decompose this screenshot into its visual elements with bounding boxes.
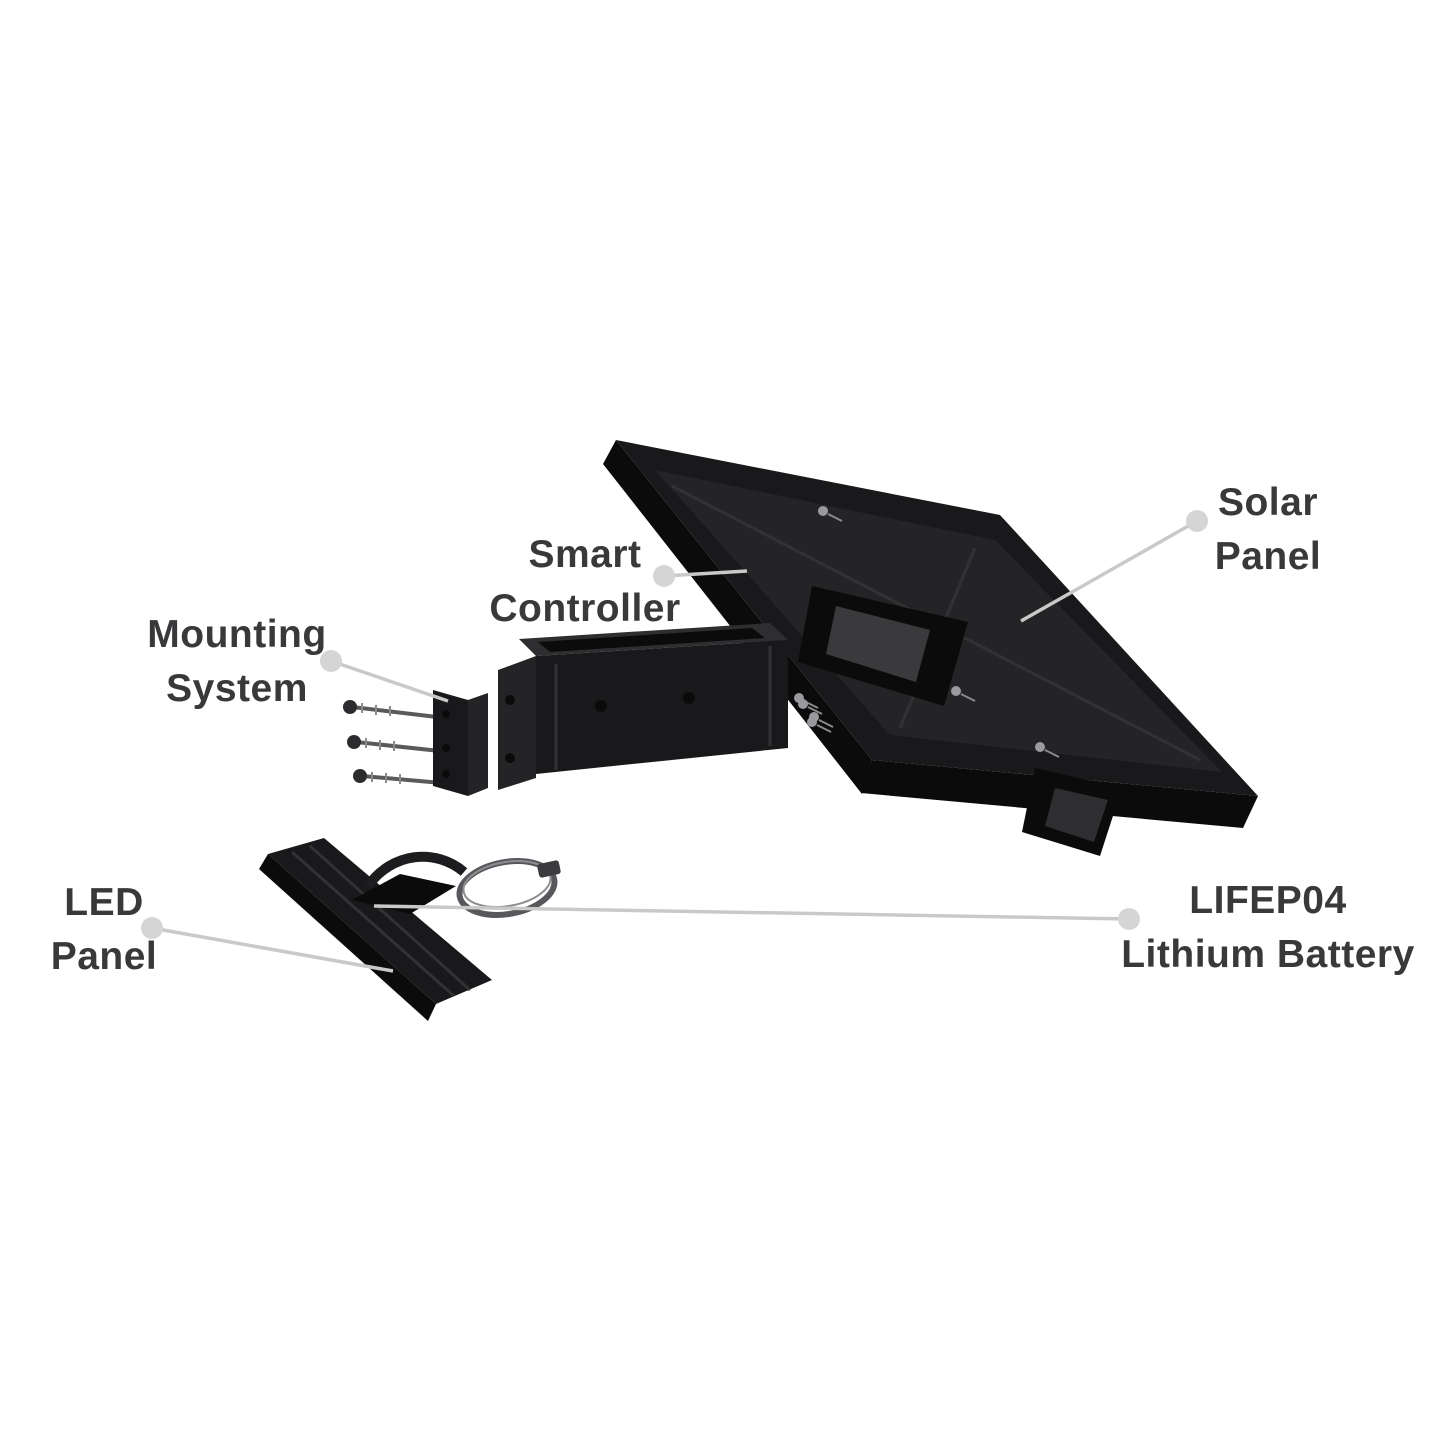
- screw-icon: [1035, 742, 1060, 758]
- label-smart-controller: Smart Controller: [410, 528, 760, 636]
- controller-flange-hole: [505, 695, 515, 705]
- label-solar-panel-line1: Solar: [1217, 481, 1319, 524]
- lag-screw-icon: [347, 735, 441, 753]
- label-smart-controller-line2: Controller: [489, 587, 681, 630]
- controller-flange-hole: [505, 753, 515, 763]
- label-lithium-battery: LIFEP04 Lithium Battery: [1093, 874, 1443, 982]
- controller-side-hole: [595, 700, 607, 712]
- led-panel-handle: [363, 851, 468, 890]
- controller-channel-slot: [538, 628, 765, 652]
- label-lithium-battery-line2: Lithium Battery: [1121, 933, 1415, 976]
- lag-screw-icon: [343, 700, 438, 719]
- mount-hole: [442, 770, 450, 778]
- battery-housing: [352, 874, 456, 914]
- controller-side-face: [536, 640, 788, 774]
- leader-dot-lithium-battery: [1118, 908, 1140, 930]
- leader-line-led-panel: [151, 926, 394, 973]
- mount-hole: [442, 710, 450, 718]
- label-led-panel-line1: LED: [64, 881, 144, 924]
- label-mounting-system-line2: System: [166, 667, 308, 710]
- label-led-panel-line2: Panel: [50, 935, 158, 978]
- led-panel-illustration: [259, 838, 561, 1021]
- label-led-panel: LED Panel: [14, 876, 194, 984]
- label-smart-controller-line1: Smart: [528, 533, 642, 576]
- mount-plate: [433, 690, 468, 796]
- controller-left-flange: [498, 656, 536, 790]
- mount-flange: [468, 693, 488, 796]
- screw-icon: [951, 686, 976, 702]
- screw-icon: [798, 699, 823, 715]
- screw-icon: [807, 717, 832, 733]
- mounting-system-illustration: [343, 690, 488, 796]
- label-solar-panel: Solar Panel: [1118, 476, 1418, 584]
- label-solar-panel-line2: Panel: [1214, 535, 1322, 578]
- screw-icon: [818, 506, 843, 522]
- label-mounting-system: Mounting System: [62, 608, 412, 716]
- mount-hole: [442, 744, 450, 752]
- clamp-screw-block: [537, 860, 561, 878]
- solar-panel-hinge-plate: [1045, 788, 1108, 842]
- lag-screw-icon: [353, 769, 443, 785]
- label-lithium-battery-line1: LIFEP04: [1189, 879, 1347, 922]
- leader-lines: [141, 510, 1208, 973]
- leader-line-smart-controller: [663, 569, 748, 578]
- controller-side-hole: [683, 692, 695, 704]
- leader-dot-led-panel: [141, 917, 163, 939]
- led-panel-fin: [308, 844, 472, 992]
- solar-panel-mount-plate: [826, 606, 930, 682]
- pole-clamp-ring-highlight: [462, 860, 552, 908]
- led-panel-fin: [291, 850, 455, 998]
- leader-dot-mounting-system: [320, 650, 342, 672]
- smart-controller-illustration: [498, 623, 832, 790]
- leader-dot-solar-panel: [1186, 510, 1208, 532]
- leader-line-solar-panel: [1020, 519, 1198, 623]
- leader-line-mounting-system: [330, 659, 449, 703]
- label-mounting-system-line1: Mounting: [147, 613, 327, 656]
- leader-dot-smart-controller: [653, 565, 675, 587]
- leader-line-lithium-battery: [373, 904, 1130, 921]
- led-panel-edge: [259, 854, 436, 1021]
